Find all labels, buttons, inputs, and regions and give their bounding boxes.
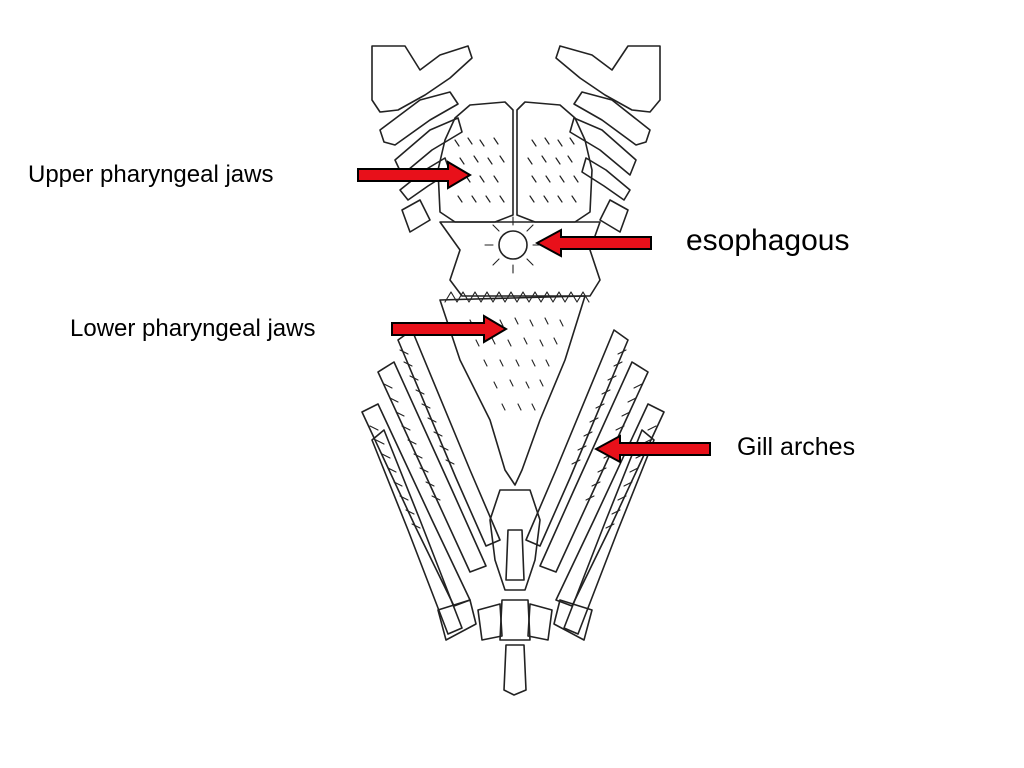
central-basibranchial [437, 489, 593, 696]
upper-pharyngeal-jaws-label: Upper pharyngeal jaws [28, 161, 274, 188]
gill-arches-right [525, 329, 665, 635]
gill-arches-left [361, 329, 501, 635]
esophagus-arrow-icon [535, 228, 652, 258]
gill-arches-label: Gill arches [737, 433, 856, 461]
upper-arch-right [555, 45, 661, 233]
upper-arch-left [371, 45, 473, 233]
lower-jaws-arrow-icon [391, 314, 508, 344]
upper-jaws-arrow-icon [357, 160, 472, 190]
lower-pharyngeal-jaw [439, 291, 590, 486]
gill-arches-arrow-icon [594, 434, 711, 464]
esophagus-opening [439, 216, 601, 297]
lower-pharyngeal-jaws-label: Lower pharyngeal jaws [70, 315, 316, 342]
esophagus-label: esophagous [686, 224, 850, 257]
